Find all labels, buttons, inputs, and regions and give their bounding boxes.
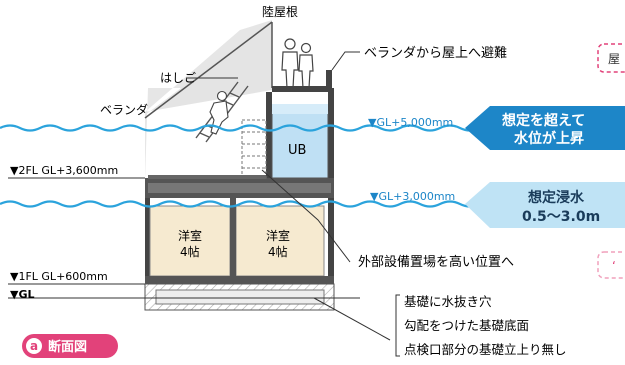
foundation-label-2: 勾配をつけた基礎底面 bbox=[404, 318, 529, 333]
ub-box bbox=[271, 111, 329, 179]
left-wall bbox=[145, 178, 150, 283]
lower-callout-line1: 想定浸水 bbox=[527, 189, 585, 206]
veranda-floor bbox=[148, 175, 266, 179]
upper-room-left-wall bbox=[266, 92, 272, 180]
right-box-top-label: 屋 bbox=[608, 52, 620, 66]
level-gl-5000: ▼GL+5,000mm bbox=[368, 116, 453, 129]
first-floor-slab bbox=[145, 276, 334, 284]
level-gl-3000: ▼GL+3,000mm bbox=[370, 190, 455, 203]
ub-top-glass bbox=[272, 104, 328, 114]
gable-roof-line bbox=[144, 21, 273, 119]
lower-arrow-callout bbox=[465, 182, 625, 228]
section-letter-circle bbox=[26, 338, 42, 354]
room-left-name: 洋室 bbox=[178, 228, 202, 243]
evacuation-label: ベランダから屋上へ避難 bbox=[364, 46, 507, 61]
room-right-size: 4帖 bbox=[268, 244, 288, 259]
equipment-label: 外部設備置場を高い位置へ bbox=[358, 254, 514, 270]
water-line-upper bbox=[0, 124, 501, 132]
room-left-size: 4帖 bbox=[180, 244, 200, 259]
level-1fl: ▼1FL GL+600mm bbox=[10, 270, 108, 283]
upper-callout-line2: 水位が上昇 bbox=[514, 130, 584, 147]
foundation-bracket bbox=[395, 294, 400, 357]
room-right bbox=[235, 205, 325, 277]
foundation-inner bbox=[155, 289, 325, 305]
section-badge bbox=[22, 334, 118, 358]
ub-label: UB bbox=[288, 143, 306, 158]
parapet bbox=[272, 86, 332, 92]
section-title: 断面図 bbox=[48, 339, 87, 355]
foundation-leader-line bbox=[313, 297, 391, 341]
lower-callout-line2: 0.5～3.0m bbox=[522, 209, 600, 225]
foundation-label-3: 点検口部分の基礎立上り無し bbox=[404, 342, 567, 357]
gable-wall bbox=[145, 20, 272, 115]
ladder-label: はしご bbox=[160, 70, 196, 85]
veranda-label: ベランダ bbox=[100, 102, 148, 117]
roof-leader-line bbox=[331, 51, 360, 71]
people-icon bbox=[281, 38, 314, 89]
upper-callout-line1: 想定を超えて bbox=[501, 112, 585, 129]
interior-stairs bbox=[241, 119, 267, 179]
equipment-leader-line bbox=[261, 169, 351, 263]
room-divider bbox=[230, 198, 236, 278]
room-right-name: 洋室 bbox=[266, 228, 290, 243]
parapet-post bbox=[326, 70, 332, 92]
section-letter: a bbox=[30, 339, 38, 353]
right-note-box-bottom bbox=[597, 251, 625, 279]
water-line-lower bbox=[0, 200, 501, 208]
upper-arrow-callout bbox=[465, 106, 625, 150]
second-floor-slab-inner bbox=[148, 183, 331, 193]
roof-label: 陸屋根 bbox=[262, 5, 298, 19]
level-gl: ▼GL bbox=[10, 288, 35, 301]
level-2fl: ▼2FL GL+3,600mm bbox=[10, 164, 118, 177]
right-note-box-top bbox=[597, 43, 625, 73]
right-box-bottom-label: ‘ bbox=[612, 259, 616, 273]
foundation-label-1: 基礎に水抜き穴 bbox=[404, 294, 492, 309]
